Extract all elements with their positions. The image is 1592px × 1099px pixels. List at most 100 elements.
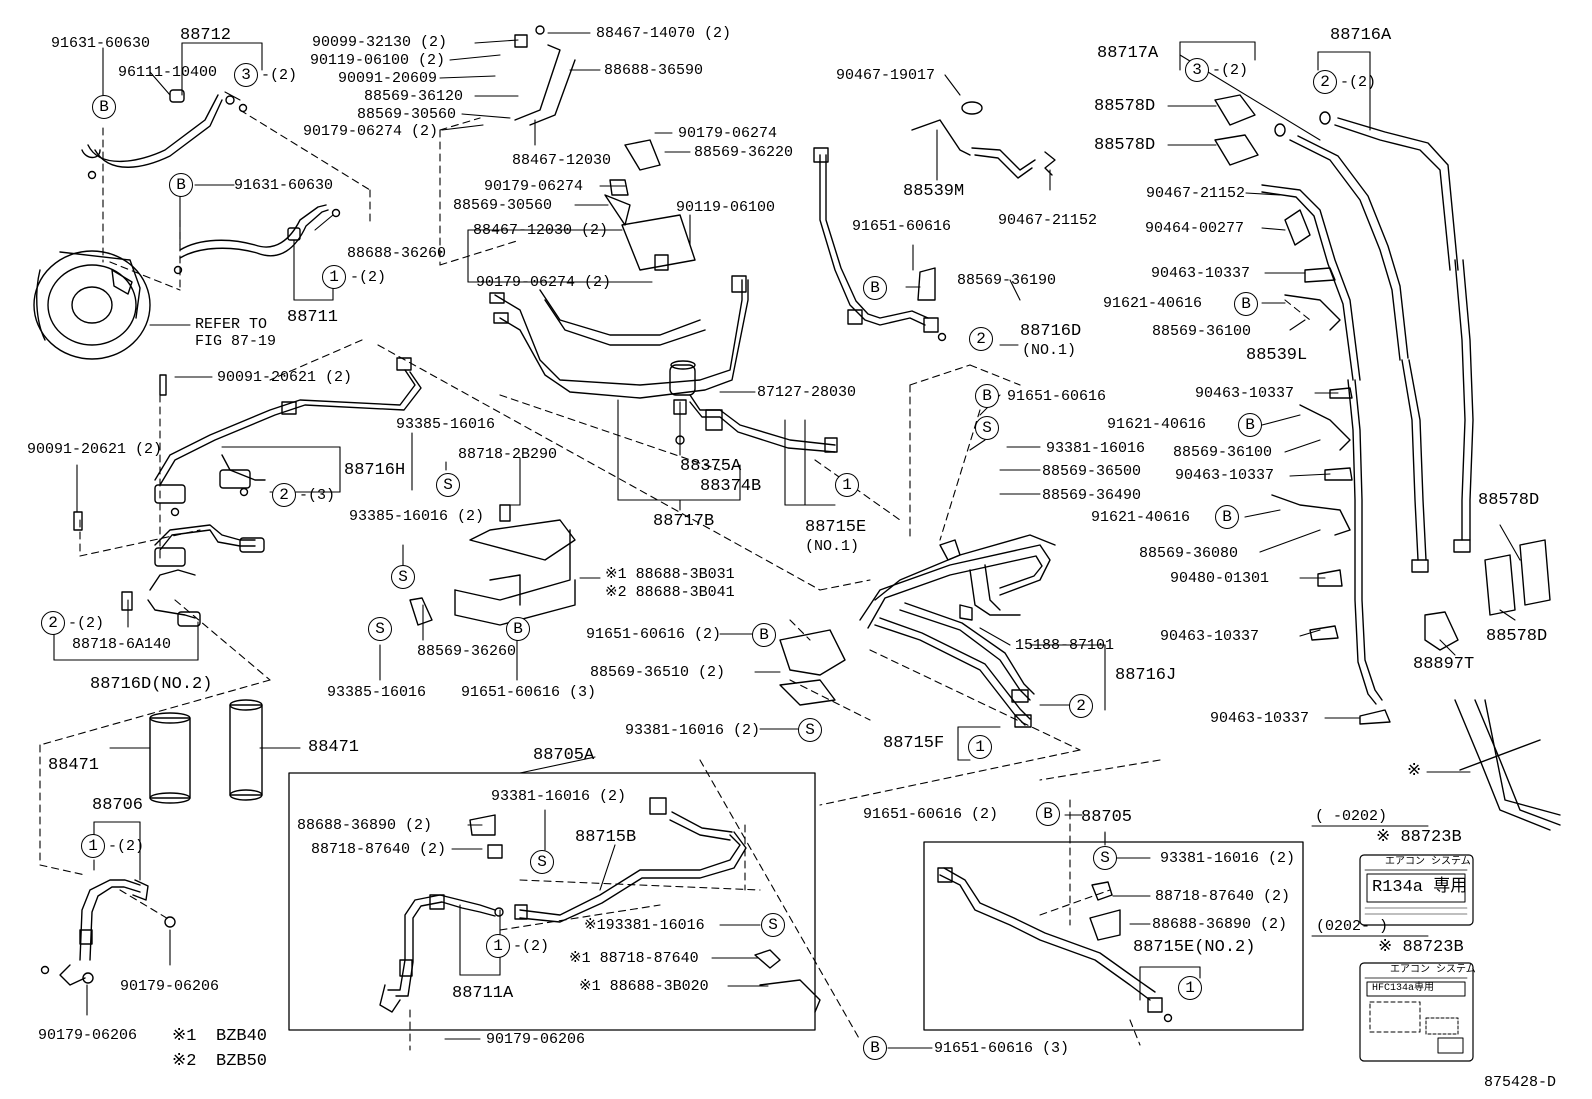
part-label: 88569-36100 (1152, 323, 1252, 340)
part-label: 90467-19017 (836, 67, 936, 84)
part-label: 88711A (452, 984, 514, 1003)
part-label: 88711 (287, 308, 339, 327)
part-label: -(2) (1340, 74, 1377, 91)
part-label: 88715F (883, 734, 945, 753)
part-label: 90467-21152 (998, 212, 1098, 229)
part-label: 88705A (533, 746, 595, 765)
part-label: 91631-60630 (234, 177, 334, 194)
part-label: REFER TO (195, 316, 268, 333)
part-label: 93381-16016 (2) (491, 788, 627, 805)
part-label: 91651-60616 (2) (586, 626, 722, 643)
part-label: 90179-06206 (486, 1031, 586, 1048)
decal-main-text: HFC134a専用 (1372, 983, 1435, 994)
part-label: ※193381-16016 (584, 917, 705, 934)
part-label: ※1 88688-3B031 (605, 566, 735, 583)
part-label: 88897T (1413, 655, 1475, 674)
part-label: 88375A (680, 457, 742, 476)
part-label: 90091-20609 (338, 70, 438, 87)
callout-s: S (1093, 846, 1117, 870)
part-label: 91651-60616 (3) (461, 684, 597, 701)
part-label: 90179-06274 (678, 125, 778, 142)
part-label: 90464-00277 (1145, 220, 1245, 237)
part-label: 93385-16016 (327, 684, 427, 701)
leader-lines (53, 32, 1521, 1049)
part-label: 88578D (1478, 491, 1540, 510)
part-label: 15188-87101 (1015, 637, 1115, 654)
part-label: 88578D (1486, 627, 1548, 646)
part-label: ※1 88718-87640 (569, 950, 699, 967)
legend-note-1-text: BZB40 (216, 1027, 268, 1046)
part-label: 93385-16016 (396, 416, 496, 433)
part-label: 88715B (575, 828, 637, 847)
callout-b: B (1238, 413, 1262, 437)
callout-2: 2 (1069, 694, 1093, 718)
part-label: 90463-10337 (1210, 710, 1310, 727)
part-label: 88569-36260 (417, 643, 517, 660)
callout-1: 1 (81, 834, 105, 858)
part-label: 91651-60616 (1007, 388, 1107, 405)
part-label: 90463-10337 (1151, 265, 1251, 282)
callout-3: 3 (234, 63, 258, 87)
part-label: 88716H (344, 461, 406, 480)
part-label: -(2) (108, 838, 145, 855)
part-label: 87127-28030 (757, 384, 857, 401)
part-label: 90179-06206 (120, 978, 220, 995)
part-label: -(3) (299, 487, 336, 504)
part-label: 91631-60630 (51, 35, 151, 52)
part-label: 90119-06100 (2) (310, 52, 446, 69)
part-label: ※ (1407, 762, 1422, 781)
callout-s: S (368, 617, 392, 641)
part-label: 91621-40616 (1091, 509, 1191, 526)
callout-b: B (1234, 292, 1258, 316)
part-label: (NO.1) (805, 538, 860, 555)
part-label: -(2) (68, 615, 105, 632)
part-label: 88569-36220 (694, 144, 794, 161)
part-label: 88569-36190 (957, 272, 1057, 289)
part-label: -(2) (350, 269, 387, 286)
part-label: 88539M (903, 182, 965, 201)
part-label: 88718-87640 (2) (1155, 888, 1291, 905)
callout-s: S (975, 416, 999, 440)
part-label: -(2) (513, 938, 550, 955)
part-label: 90091-20621 (2) (217, 369, 353, 386)
part-label: 90463-10337 (1160, 628, 1260, 645)
part-label: ※2 88688-3B041 (605, 584, 735, 601)
part-label: 88715E (805, 518, 867, 537)
part-label: 88712 (180, 26, 232, 45)
part-label: 91651-60616 (852, 218, 952, 235)
callout-s: S (798, 718, 822, 742)
callout-b: B (169, 173, 193, 197)
callout-3: 3 (1185, 58, 1209, 82)
diagram-id: 875428-D (1484, 1074, 1557, 1091)
callout-2: 2 (272, 483, 296, 507)
callout-s: S (391, 565, 415, 589)
part-label: 88467-12030 (2) (473, 222, 609, 239)
part-label: 88578D (1094, 97, 1156, 116)
callout-1: 1 (835, 473, 859, 497)
part-label: 88688-36260 (347, 245, 447, 262)
part-label: 96111-10400 (118, 64, 218, 81)
callout-s: S (761, 913, 785, 937)
part-label: 88569-36120 (364, 88, 464, 105)
callout-1: 1 (968, 735, 992, 759)
part-label: 88717A (1097, 44, 1159, 63)
part-label: 88718-6A140 (72, 636, 172, 653)
part-label: 88471 (308, 738, 360, 757)
decal-main-text: R134a 専用 (1372, 878, 1468, 897)
part-label: 88705 (1081, 808, 1133, 827)
part-label: 88718-87640 (2) (311, 841, 447, 858)
decal-header: エアコン システム (1385, 857, 1471, 868)
callout-2: 2 (1313, 70, 1337, 94)
part-label: 90463-10337 (1195, 385, 1295, 402)
part-label: -(2) (261, 67, 298, 84)
callout-s: S (530, 850, 554, 874)
callout-2: 2 (969, 327, 993, 351)
callout-b: B (863, 1036, 887, 1060)
part-label: 93381-16016 (1046, 440, 1146, 457)
part-label: 88569-36500 (1042, 463, 1142, 480)
part-label: 88569-36490 (1042, 487, 1142, 504)
part-label: (0202- ) (1316, 918, 1389, 935)
part-label: 88467-12030 (512, 152, 612, 169)
part-label: 90099-32130 (2) (312, 34, 448, 51)
part-label: 88539L (1246, 346, 1308, 365)
